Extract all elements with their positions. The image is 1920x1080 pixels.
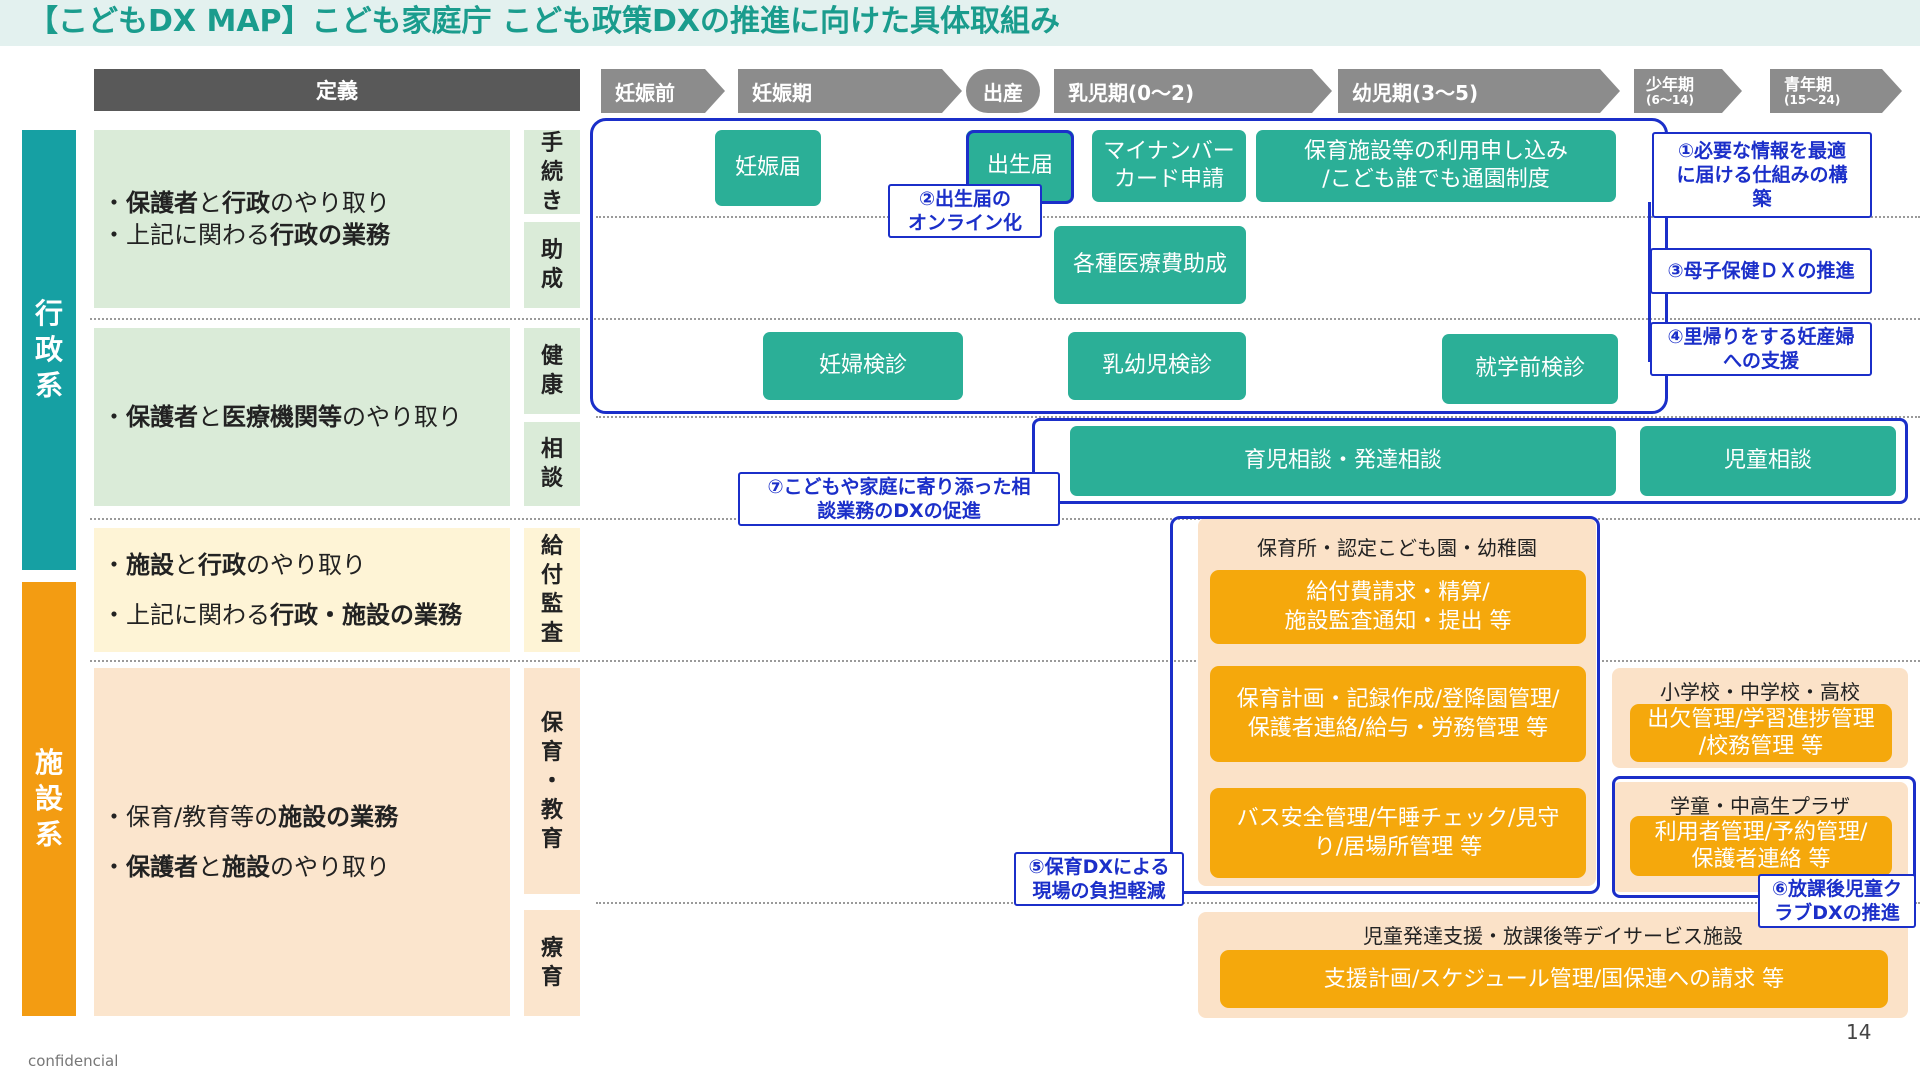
panel-therapy-label: 児童発達支援・放課後等デイサービス施設 [1363,924,1743,948]
side-gyosei-text: 行政系 [34,297,63,402]
frame-nursery [1170,516,1600,894]
side-shisetsu-text: 施設系 [34,746,63,851]
panel-gakudo-label: 学童・中高生プラザ [1670,794,1850,818]
box-benefit-claims: 給付費請求・精算/ 施設監査通知・提出 等 [1210,570,1586,644]
def-r4-line1: ・保育/教育等の施設の業務 [102,803,399,831]
callout-2-online-birth: ②出生届の オンライン化 [888,184,1042,238]
stage-infant: 乳児期(0～2) [1054,69,1332,113]
category-childcare-education: 保 育 ・ 教 育 [524,668,580,894]
row-separator [90,660,1920,662]
stage-youth-name: 少年期 [1646,74,1695,94]
def-r4-line2: ・保護者と施設のやり取り [102,853,390,881]
category-consultation: 相 談 [524,422,580,506]
box-preschool-checkup: 就学前検診 [1442,334,1618,404]
stage-pre-pregnancy: 妊娠前 [601,69,725,113]
def-r1-line1: ・保護者と行政のやり取り [102,189,390,217]
row-separator [90,318,1920,320]
box-gakudo-management: 利用者管理/予約管理/ 保護者連絡 等 [1630,816,1892,876]
callout-connector [1648,202,1651,362]
frame-procedures-health [590,118,1668,414]
box-parenting-consultation: 育児相談・発達相談 [1070,426,1616,496]
box-therapy-support: 支援計画/スケジュール管理/国保連への請求 等 [1220,950,1888,1008]
stage-teen-name: 青年期 [1784,74,1833,94]
box-maternal-checkup: 妊婦検診 [763,332,963,400]
box-school-management: 出欠管理/学習進捗管理 /校務管理 等 [1630,704,1892,762]
box-medical-subsidy: 各種医療費助成 [1054,226,1246,304]
stage-teen: 青年期 (15～24) [1770,69,1902,113]
title-bar [0,0,1920,46]
callout-3-maternal-dx: ③母子保健ＤＸの推進 [1650,248,1872,294]
box-child-consultation: 児童相談 [1640,426,1896,496]
callout-4-hometown-birth: ④里帰りをする妊産婦 への支援 [1650,322,1872,376]
row-separator [596,902,1920,904]
def-r1-line2: ・上記に関わる行政の業務 [102,221,390,249]
definition-row-2: ・保護者と医療機関等のやり取り [94,328,510,506]
definition-header: 定義 [94,69,580,111]
stage-toddler: 幼児期(3～5) [1338,69,1620,113]
callout-6-afterschool-dx: ⑥放課後児童ク ラブDXの推進 [1758,874,1916,928]
frame-consultation [1032,418,1908,504]
stage-birth: 出産 [966,69,1040,113]
definition-row-4: ・保育/教育等の施設の業務 ・保護者と施設のやり取り [94,668,510,1016]
side-label-facility: 施設系 [22,582,76,1016]
page-title: 【こどもDX MAP】こども家庭庁 こども政策DXの推進に向けた具体取組み [28,4,1061,39]
row-separator [596,416,1920,418]
category-therapy: 療 育 [524,910,580,1016]
box-pregnancy-notification: 妊娠届 [715,130,821,206]
def-r3-line1: ・施設と行政のやり取り [102,551,366,579]
callout-5-childcare-dx: ⑤保育DXによる 現場の負担軽減 [1014,852,1184,906]
stage-youth: 少年期 (6～14) [1634,69,1742,113]
category-procedures: 手 続 き [524,130,580,214]
category-benefit-audit: 給 付 監 査 [524,528,580,652]
category-subsidy: 助 成 [524,222,580,308]
box-childcare-planning: 保育計画・記録作成/登降園管理/ 保護者連絡/給与・労務管理 等 [1210,666,1586,762]
category-health: 健 康 [524,328,580,414]
def-r3-line2: ・上記に関わる行政・施設の業務 [102,601,462,629]
side-label-administrative: 行政系 [22,130,76,570]
stage-teen-range: (15～24) [1784,92,1841,107]
callout-7-consultation-dx: ⑦こどもや家庭に寄り添った相 談業務のDXの促進 [738,472,1060,526]
stage-pregnancy: 妊娠期 [738,69,962,113]
box-infant-checkup: 乳幼児検診 [1068,332,1246,400]
confidential-label: confidencial [28,1052,119,1070]
panel-school-label: 小学校・中学校・高校 [1660,680,1860,704]
box-mynumber-card: マイナンバー カード申請 [1092,130,1246,202]
definition-row-1: ・保護者と行政のやり取り ・上記に関わる行政の業務 [94,130,510,308]
callout-1-optimal-info: ①必要な情報を最適 に届ける仕組みの構 築 [1652,132,1872,218]
row-separator [596,216,1920,218]
stage-youth-range: (6～14) [1646,92,1695,107]
definition-row-3: ・施設と行政のやり取り ・上記に関わる行政・施設の業務 [94,528,510,652]
box-bus-safety: バス安全管理/午睡チェック/見守 り/居場所管理 等 [1210,788,1586,878]
panel-nursery-label: 保育所・認定こども園・幼稚園 [1257,536,1537,560]
page-number: 14 [1846,1020,1872,1044]
box-childcare-application: 保育施設等の利用申し込み /こども誰でも通園制度 [1256,130,1616,202]
def-r2-line1: ・保護者と医療機関等のやり取り [102,403,462,431]
